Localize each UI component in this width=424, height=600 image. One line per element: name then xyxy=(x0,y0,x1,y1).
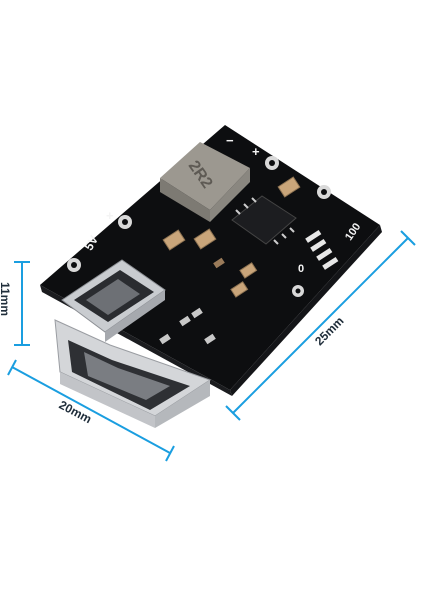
silk-0-label: 0 xyxy=(298,263,305,275)
usb-a-connector[interactable] xyxy=(54,319,212,428)
silk-plus-label: + xyxy=(106,208,114,223)
silk-minus-label: − xyxy=(226,133,234,148)
solder-pads xyxy=(67,156,331,297)
led-indicators xyxy=(305,229,339,270)
dimension-width xyxy=(7,359,175,462)
ic-chip xyxy=(231,195,297,245)
dimension-height xyxy=(14,261,30,346)
usb-c-connector[interactable] xyxy=(61,259,166,342)
dimension-length xyxy=(225,230,416,421)
height-dimension-label: 11mm xyxy=(0,281,13,317)
inductor-component xyxy=(160,142,250,222)
smd-resistors xyxy=(159,307,216,345)
capacitors xyxy=(162,176,301,298)
silk-plus-label: + xyxy=(252,144,260,159)
